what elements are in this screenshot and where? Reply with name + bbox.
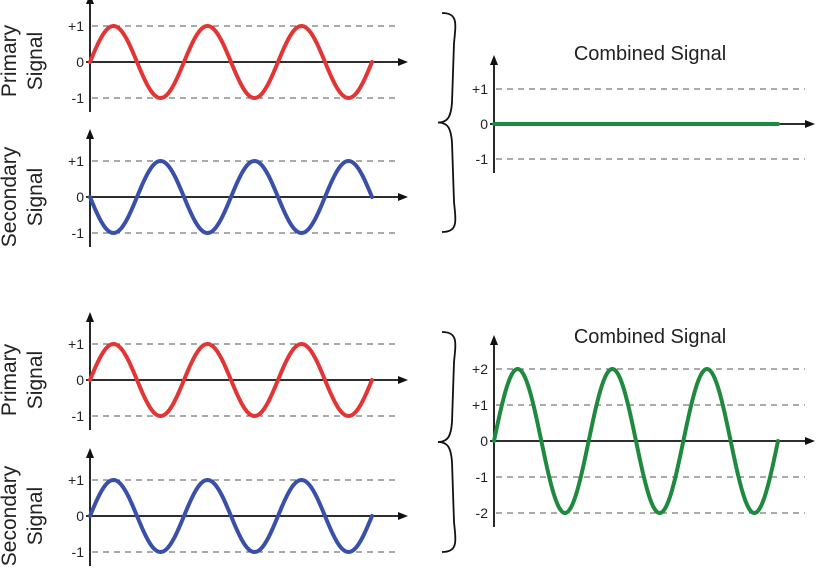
top-brace <box>437 12 457 233</box>
bottom-secondary-y-arrow <box>86 448 94 458</box>
top-combined-tick-label: -1 <box>476 151 489 167</box>
top-combined-title: Combined Signal <box>574 43 726 65</box>
primary-signal-label-line: Signal <box>24 32 47 90</box>
bottom-primary-wave <box>88 342 374 418</box>
bottom-secondary-x-arrow <box>398 512 408 520</box>
bottom-combined-title: Combined Signal <box>574 326 726 348</box>
bottom-combined-tick-label: +1 <box>472 397 488 413</box>
bottom-primary-x-arrow <box>398 376 408 384</box>
top-primary-wave <box>88 24 374 100</box>
secondary-signal-label-line: Signal <box>24 487 47 545</box>
bottom-brace <box>437 331 457 553</box>
bottom-primary-y-arrow <box>86 312 94 322</box>
top-primary-tick-label: 0 <box>76 54 84 70</box>
bottom-combined-x-arrow <box>805 437 815 445</box>
secondary-signal-label-line: Signal <box>24 168 47 226</box>
bottom-combined-tick-label: 0 <box>480 433 488 449</box>
top-secondary-y-arrow <box>86 129 94 139</box>
bottom-secondary-wave <box>88 478 374 554</box>
top-secondary-tick-label: +1 <box>68 153 84 169</box>
bottom-secondary-tick-label: +1 <box>68 472 84 488</box>
bottom-combined-tick-label: -1 <box>476 469 489 485</box>
bottom-primary-tick-label: -1 <box>72 408 85 424</box>
bottom-combined-tick-label: -2 <box>476 505 489 521</box>
bottom-combined-wave <box>492 367 780 515</box>
bottom-primary-tick-label: 0 <box>76 372 84 388</box>
bottom-secondary-tick-label: -1 <box>72 544 85 560</box>
secondary-signal-label-line: Secondary <box>0 146 21 247</box>
bottom-combined-tick-label: +2 <box>472 361 488 377</box>
primary-signal-label-line: Primary <box>0 343 21 416</box>
top-secondary-x-arrow <box>398 193 408 201</box>
top-secondary-wave <box>88 159 374 235</box>
bottom-combined-y-arrow <box>490 335 498 345</box>
top-primary-tick-label: +1 <box>68 18 84 34</box>
primary-signal-label-line: Primary <box>0 24 21 97</box>
top-secondary-tick-label: 0 <box>76 189 84 205</box>
top-combined-tick-label: 0 <box>480 116 488 132</box>
bottom-secondary-tick-label: 0 <box>76 508 84 524</box>
top-primary-x-arrow <box>398 58 408 66</box>
top-combined-tick-label: +1 <box>472 81 488 97</box>
primary-signal-label-line: Signal <box>24 351 47 409</box>
bottom-primary-tick-label: +1 <box>68 336 84 352</box>
top-primary-y-arrow <box>86 0 94 4</box>
top-primary-tick-label: -1 <box>72 90 85 106</box>
secondary-signal-label-line: Secondary <box>0 465 21 566</box>
top-combined-y-arrow <box>490 55 498 65</box>
top-secondary-tick-label: -1 <box>72 225 85 241</box>
top-combined-x-arrow <box>805 120 815 128</box>
